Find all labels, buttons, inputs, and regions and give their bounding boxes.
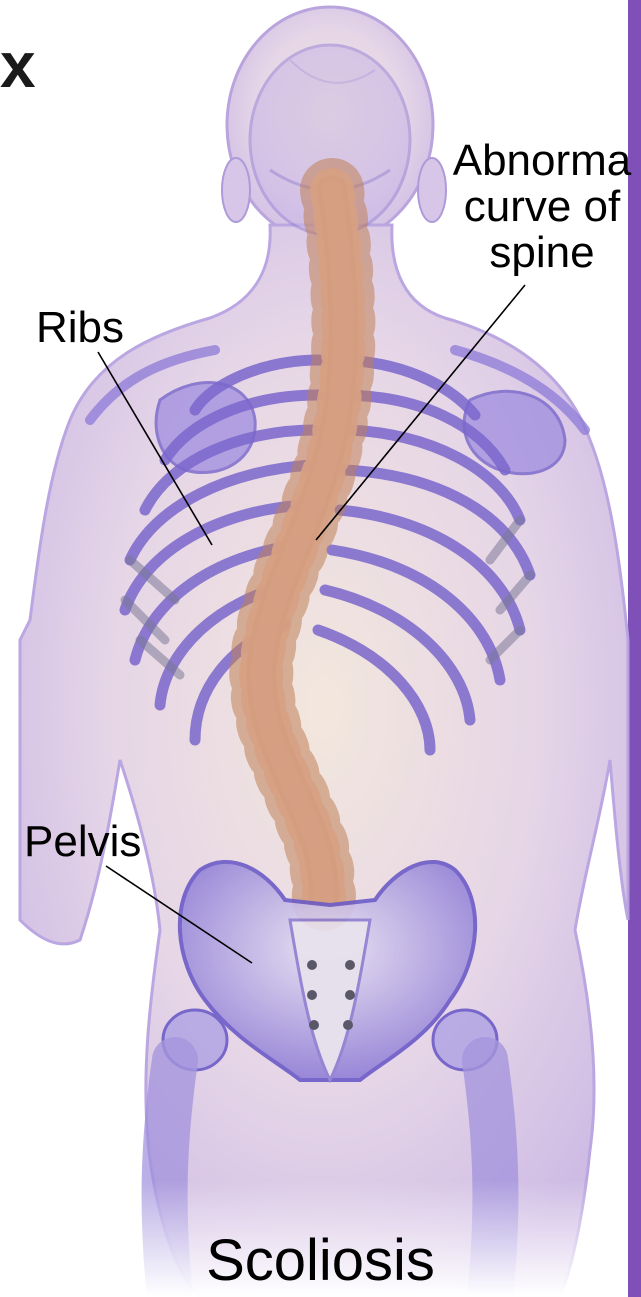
label-abnormal-line2: curve of bbox=[432, 184, 641, 230]
label-abnormal-line1: Abnorma bbox=[432, 138, 641, 184]
cropped-header-glyph: x bbox=[0, 28, 36, 102]
label-abnormal-line3: spine bbox=[432, 230, 641, 276]
ear-left bbox=[222, 158, 250, 222]
label-abnormal-curve: Abnorma curve of spine bbox=[432, 138, 641, 276]
label-ribs: Ribs bbox=[36, 306, 124, 350]
diagram-title: Scoliosis bbox=[0, 1232, 641, 1290]
label-pelvis: Pelvis bbox=[24, 820, 141, 864]
